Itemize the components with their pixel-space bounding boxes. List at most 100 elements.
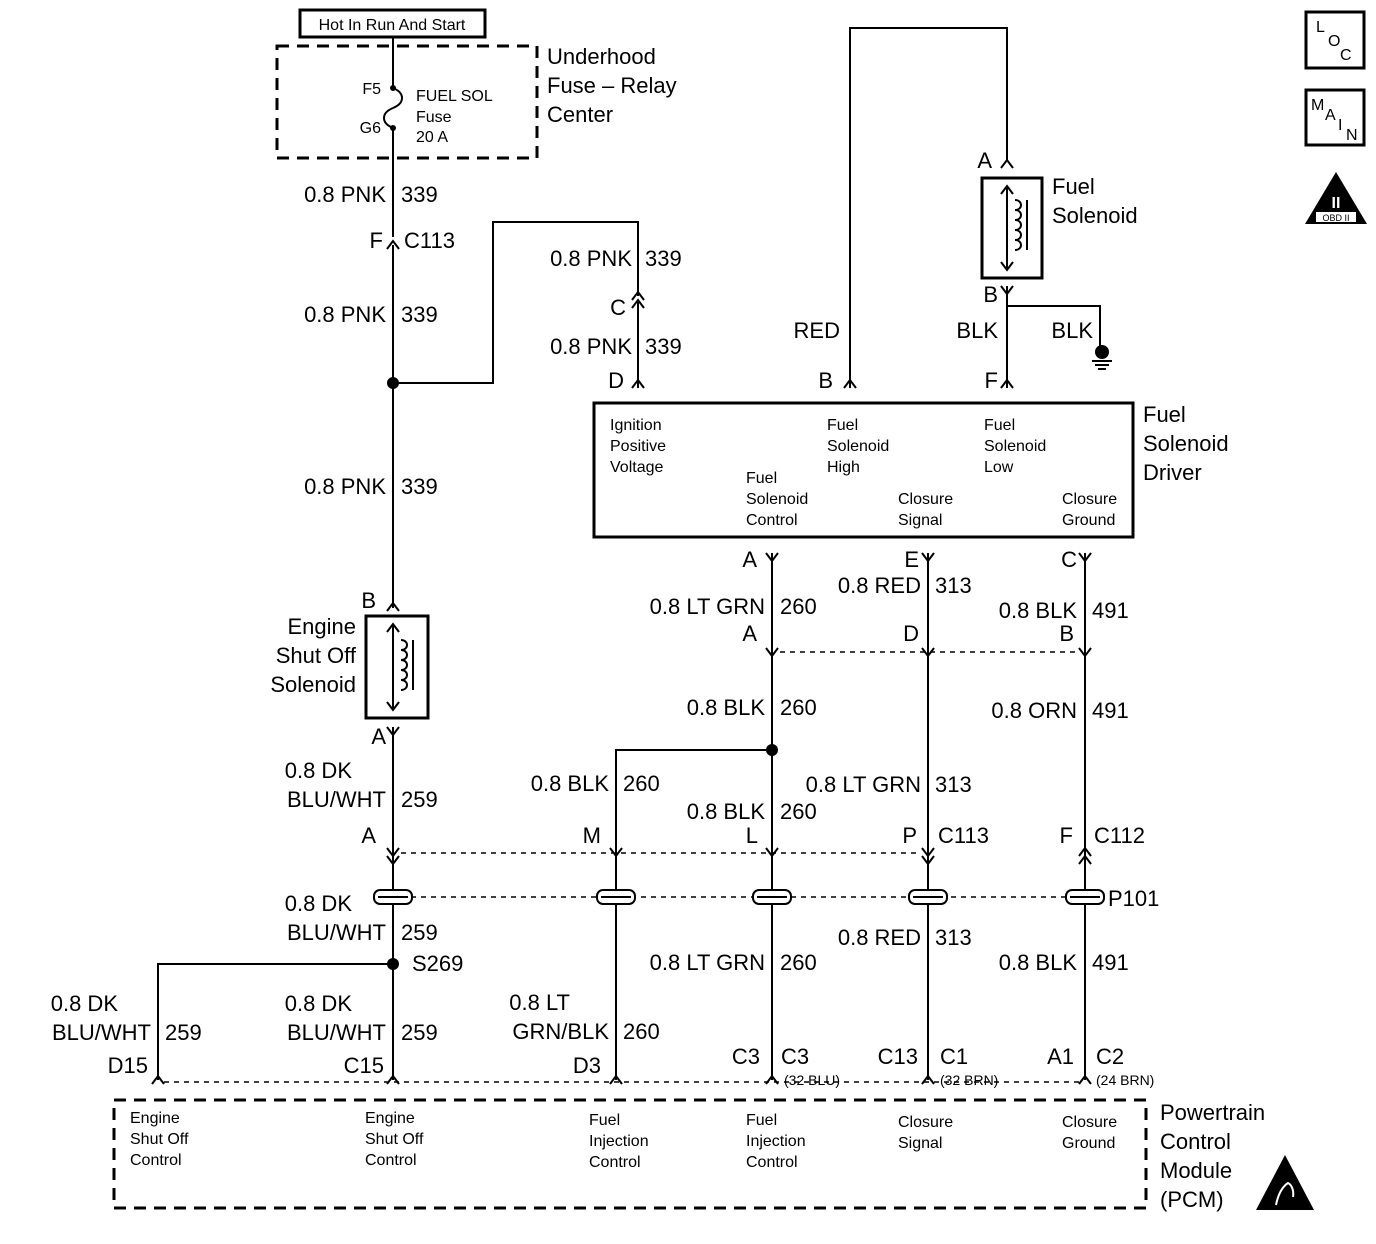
c113-connector-f-icon [386,239,400,250]
svg-text:Closure: Closure [898,491,953,508]
svg-text:C2: C2 [1096,1044,1124,1069]
svg-text:N: N [1346,127,1358,144]
svg-text:339: 339 [645,246,682,271]
svg-text:B: B [1059,621,1074,646]
svg-text:O: O [1328,33,1340,50]
svg-text:Voltage: Voltage [610,459,663,476]
svg-text:Fuel: Fuel [746,470,777,487]
svg-text:F: F [370,228,383,253]
connector-c-icon [631,298,645,309]
svg-text:Fuel: Fuel [1143,402,1186,427]
svg-text:Ignition: Ignition [610,417,662,434]
svg-text:491: 491 [1092,598,1129,623]
svg-text:C3: C3 [732,1044,760,1069]
p101-grommet-icon [373,889,1105,905]
svg-text:Shut Off: Shut Off [130,1131,189,1148]
svg-text:Positive: Positive [610,438,666,455]
svg-text:Signal: Signal [898,512,942,529]
svg-text:259: 259 [401,920,438,945]
powertrain-control-module: Powertrain Control Module (PCM) Engine S… [112,1098,1265,1212]
svg-text:0.8 RED: 0.8 RED [838,925,921,950]
svg-text:F: F [1060,823,1073,848]
svg-text:Solenoid: Solenoid [827,438,889,455]
svg-text:A: A [742,621,757,646]
esd-sensitive-icon [1256,1155,1314,1210]
svg-text:Fuse: Fuse [416,109,452,126]
svg-text:P101: P101 [1108,886,1159,911]
svg-text:Injection: Injection [589,1133,649,1150]
svg-text:Fuel: Fuel [827,417,858,434]
svg-text:491: 491 [1092,950,1129,975]
svg-text:260: 260 [623,1019,660,1044]
svg-text:BLK: BLK [1051,318,1093,343]
svg-text:260: 260 [780,799,817,824]
svg-text:B: B [361,588,376,613]
svg-text:GRN/BLK: GRN/BLK [512,1019,609,1044]
svg-text:260: 260 [780,594,817,619]
svg-text:Solenoid: Solenoid [1052,203,1138,228]
svg-text:260: 260 [623,771,660,796]
svg-text:B: B [818,368,833,393]
svg-text:C: C [1061,547,1077,572]
svg-text:C3: C3 [781,1044,809,1069]
svg-text:C13: C13 [878,1044,918,1069]
engine-shut-off-solenoid: B Engine Shut Off Solenoid [270,588,430,720]
svg-text:339: 339 [645,334,682,359]
svg-text:BLU/WHT: BLU/WHT [52,1020,151,1045]
svg-text:D: D [903,621,919,646]
svg-text:Control: Control [589,1154,641,1171]
svg-text:Module: Module [1160,1158,1232,1183]
svg-text:BLU/WHT: BLU/WHT [287,920,386,945]
svg-text:Control: Control [1160,1129,1231,1154]
svg-text:339: 339 [401,302,438,327]
svg-text:C: C [1340,47,1352,64]
svg-text:Engine: Engine [365,1110,415,1127]
svg-text:0.8 PNK: 0.8 PNK [304,302,386,327]
svg-text:0.8 BLK: 0.8 BLK [687,799,766,824]
svg-text:C: C [610,295,626,320]
svg-text:0.8 DK: 0.8 DK [51,991,119,1016]
svg-text:P: P [902,823,917,848]
svg-text:0.8 PNK: 0.8 PNK [304,182,386,207]
svg-text:Ground: Ground [1062,512,1115,529]
svg-text:0.8 DK: 0.8 DK [285,758,353,783]
svg-text:A: A [742,547,757,572]
svg-text:BLU/WHT: BLU/WHT [287,1020,386,1045]
svg-text:A: A [977,148,992,173]
svg-text:259: 259 [165,1020,202,1045]
loc-icon: L O C [1304,10,1366,70]
solenoid-coil-icon [400,639,408,691]
svg-text:Solenoid: Solenoid [270,672,356,697]
svg-text:0.8 BLK: 0.8 BLK [687,695,766,720]
svg-text:313: 313 [935,925,972,950]
svg-text:Control: Control [746,512,798,529]
svg-text:(24 BRN): (24 BRN) [1096,1072,1154,1088]
svg-text:A: A [371,724,386,749]
svg-text:OBD II: OBD II [1322,213,1349,223]
fuse-rating: 20 A [416,129,448,146]
svg-text:High: High [827,459,860,476]
svg-text:D15: D15 [108,1053,148,1078]
svg-text:C1: C1 [940,1044,968,1069]
svg-text:Powertrain: Powertrain [1160,1100,1265,1125]
svg-text:BLU/WHT: BLU/WHT [287,787,386,812]
svg-text:Fuel: Fuel [984,417,1015,434]
svg-text:Closure: Closure [1062,491,1117,508]
hot-in-run-label: Hot In Run And Start [319,17,466,34]
svg-text:Ground: Ground [1062,1135,1115,1152]
svg-text:F: F [985,368,998,393]
svg-text:G6: G6 [360,120,381,137]
svg-text:Fuel: Fuel [1052,174,1095,199]
hot-in-run-box: Hot In Run And Start [298,8,487,39]
svg-text:II: II [1332,195,1341,212]
svg-text:Shut Off: Shut Off [276,643,357,668]
svg-text:0.8 LT GRN: 0.8 LT GRN [806,772,921,797]
pcm-pin-arrows [151,1074,1092,1085]
svg-text:A1: A1 [1047,1044,1074,1069]
svg-text:L: L [1316,19,1325,36]
svg-text:RED: RED [794,318,840,343]
svg-text:BLK: BLK [956,318,998,343]
svg-text:C112: C112 [1094,823,1145,848]
svg-text:Underhood: Underhood [547,44,656,69]
